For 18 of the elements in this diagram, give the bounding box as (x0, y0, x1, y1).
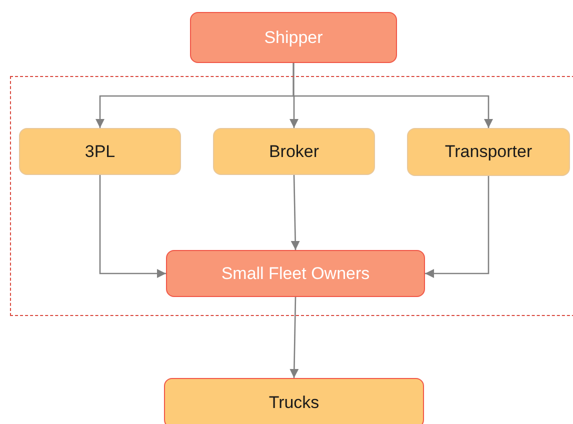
arrow (292, 63, 494, 128)
node-label: Broker (268, 140, 320, 163)
process-box (407, 128, 570, 176)
group-boundary (10, 76, 573, 316)
arrow (99, 175, 166, 278)
node-label: Trucks (268, 392, 320, 414)
arrow (290, 174, 300, 250)
node-label: 3PL (84, 140, 116, 163)
process-box (190, 12, 397, 63)
node-label: Shipper (264, 26, 323, 49)
process-box (213, 128, 375, 175)
process-box (164, 378, 424, 424)
process-box (19, 128, 181, 175)
process-box (166, 250, 425, 297)
arrow (425, 176, 490, 278)
arrow (290, 296, 299, 378)
node-label: Small Fleet Owners (221, 262, 370, 285)
node-label: Transporter (444, 141, 532, 164)
